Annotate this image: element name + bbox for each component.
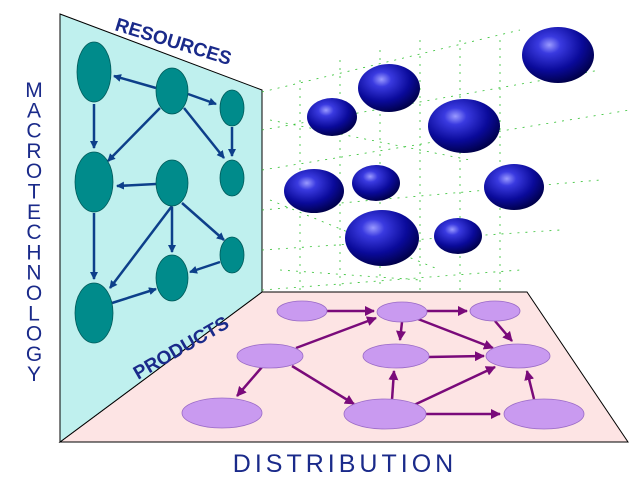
resource-arrow <box>183 107 225 159</box>
blue-sphere <box>307 98 357 136</box>
distribution-node <box>503 398 585 430</box>
resource-arrow <box>113 74 157 90</box>
resource-node <box>219 89 245 127</box>
projection-line <box>279 269 421 281</box>
distribution-node <box>343 398 427 430</box>
blue-sphere <box>284 169 344 213</box>
distribution-node <box>362 343 430 369</box>
distribution-arrow <box>413 365 496 407</box>
distribution-arrow <box>295 316 377 350</box>
projection-line <box>269 119 471 161</box>
distribution-arrow <box>396 321 406 341</box>
resource-arrow <box>107 107 161 162</box>
blue-sphere <box>434 218 482 254</box>
blue-sphere <box>522 27 594 83</box>
resource-node <box>155 159 189 207</box>
distribution-arrow <box>236 366 263 397</box>
distribution-arrow <box>524 370 536 400</box>
macrotechnology-wall <box>59 13 263 443</box>
resource-node <box>219 159 245 197</box>
resource-node <box>155 254 189 302</box>
projection-line <box>261 269 521 291</box>
distribution-nodes <box>181 300 585 430</box>
resource-arrows <box>90 74 236 305</box>
resource-arrow <box>111 287 157 305</box>
resource-nodes <box>74 41 245 344</box>
distribution-node <box>276 300 328 322</box>
distribution-arrow <box>388 370 399 401</box>
distribution-arrow <box>427 351 485 362</box>
resource-node <box>155 67 189 115</box>
distribution-node <box>485 343 551 369</box>
distribution-node <box>469 300 521 322</box>
projection-line <box>261 229 561 251</box>
blue-sphere <box>352 165 400 201</box>
resource-node <box>74 151 114 213</box>
distribution-node <box>181 397 263 429</box>
blue-sphere <box>345 210 419 266</box>
resource-node <box>74 282 114 344</box>
sphere-cluster <box>284 27 594 266</box>
projection-line <box>269 199 441 271</box>
blue-sphere <box>484 164 544 210</box>
resource-arrow <box>116 181 157 190</box>
resource-node <box>219 236 245 274</box>
resource-node <box>76 41 112 103</box>
resource-arrow <box>181 202 225 241</box>
distribution-arrow <box>417 317 494 350</box>
blue-sphere <box>358 64 420 112</box>
distribution-arrow <box>494 320 513 342</box>
resource-arrow <box>187 92 217 106</box>
bottom-label: DISTRIBUTION <box>233 450 457 478</box>
resource-arrow <box>189 260 221 274</box>
distribution-node <box>376 301 428 323</box>
resource-arrow <box>109 205 173 289</box>
distribution-arrows <box>236 306 536 419</box>
distribution-arrow <box>291 364 355 406</box>
blue-sphere <box>428 99 500 153</box>
distribution-node <box>236 343 304 369</box>
